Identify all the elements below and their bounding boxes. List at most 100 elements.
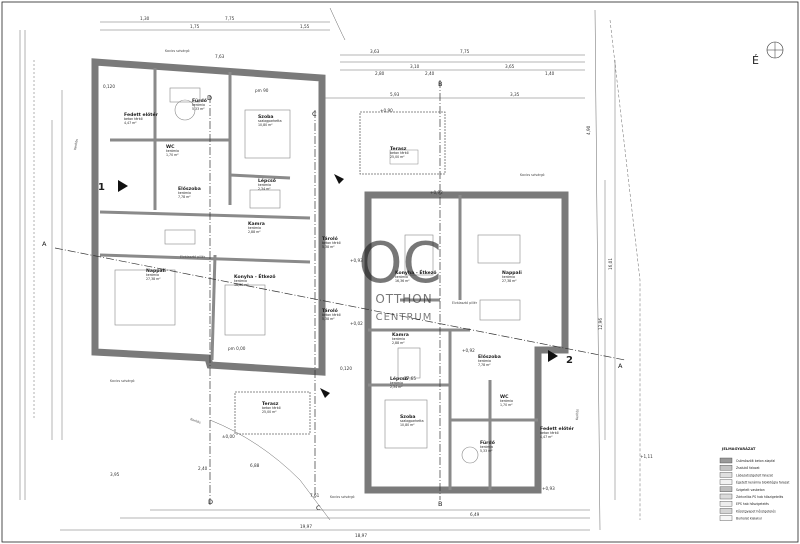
room-furdo-s-area: 5,33 m² [480,449,493,453]
dimension-labels: 1,30 7,75 1,75 1,55 7,63 3,63 7,75 3,10 … [103,16,653,538]
dim-top-4: 1,55 [300,24,310,29]
room-wc-s: WC [500,394,509,400]
legend-swatch [719,479,733,485]
room-furdo-s-floor: kerámia [480,445,493,449]
dim-right-1: 16,01 [608,258,613,270]
legend-swatch [719,493,733,500]
room-eloszoba-s-area: 7,78 m² [478,363,491,367]
dim-top-11: 2,40 [425,71,435,76]
room-eloszoba-n: Előszoba [178,186,201,192]
room-lepcso-s-area: 2,34 m² [390,385,403,389]
room-nappali-s-area: 27,38 m² [502,279,517,283]
dim-p5: 0,120 [340,366,352,371]
room-tarolo-n-floor: beton térkő [322,241,341,245]
room-tarolo-n: Tároló [322,235,338,242]
elev-5: +1,11 [640,454,653,459]
note-kavics-top: Kavics szivárgó [165,49,190,53]
room-konyha-s-area: 16,36 m² [395,279,410,283]
room-eloszoba-n-area: 7,78 m² [178,195,191,199]
dimension-lines-top [51,21,616,531]
legend-item-label: Szigetelt vasbeton [736,488,765,492]
dim-bot-6: 3,95 [110,472,120,477]
room-lepcso-n-floor: kerámia [258,183,271,187]
room-szoba-s-area: 10,80 m² [400,423,415,427]
north-label: É [752,54,759,67]
room-konyha-s: Konyha - Étkező [395,268,437,276]
dim-bot-3: 7,61 [310,493,320,498]
room-nappali-n: Nappali [146,268,166,274]
room-eloszoba-s: Előszoba [478,354,501,360]
dim-top-10: 2,80 [375,71,385,76]
section-1-arrow [118,180,128,192]
room-wc-n-floor: kerámia [166,149,179,153]
elev-3: +0,02 [350,321,363,326]
legend-item-label: Kőzetgyapot hőszigetelés [736,509,776,513]
room-tarolo-n-area: 5,38 m² [322,245,335,249]
note-cover-right: Kerítés [575,409,579,420]
dim-top-7: 7,75 [460,49,470,54]
section-a-right: A [618,362,623,370]
section-a-left: A [42,240,47,248]
north-unit [91,58,326,376]
room-furdo-s: Fürdő [480,440,495,446]
dim-top-12: 1,40 [545,71,555,76]
room-nappali-s-floor: kerámia [502,275,515,279]
dim-top-9: 3,65 [505,64,515,69]
dim-top-13: 5,93 [390,92,400,97]
room-wc-n-area: 1,70 m² [166,153,179,157]
dim-bot-1: 19,97 [300,524,312,529]
dim-p4: 17,65 [404,376,416,381]
legend-item-label: EPS hab hőszigetelés [736,502,769,506]
note-cover-top: Kerítés [190,417,202,425]
note-eloszt-n: Elválasztó pillér [180,255,206,259]
dim-bot-7: 2,40 [198,466,208,471]
dim-top-6: 3,63 [370,49,380,54]
room-nappali-n-floor: kerámia [146,273,159,277]
room-szoba-n-area: 10,80 m² [258,123,273,127]
section-d-bottom: D [208,498,213,506]
room-kamra-s-floor: kerámia [392,337,405,341]
legend-swatch [719,501,733,507]
section-c-bottom: C [316,504,321,512]
dim-bot-4: 6,49 [470,512,480,517]
room-terasz-top: Terasz [390,146,407,152]
watermark-logo: OC [358,231,441,296]
terrace-top [359,111,446,175]
room-szoba-n-floor: szalagparketta [258,119,282,123]
room-tarolo-s: Tároló [322,307,338,314]
elev-7: +0,92 [462,348,475,353]
room-tarolo-s-area: 5,38 m² [322,317,335,321]
watermark: OC OTTHON CENTRUM [358,231,441,323]
note-kavics-bottom: Kavics szivárgó [330,495,355,499]
room-kamra-n-floor: kerámia [248,226,261,230]
room-terasz-n-area: 25,00 m² [262,410,277,414]
section-d-top: D [207,94,212,102]
legend-swatch [719,472,733,478]
legend-item-label: Zártcellás PS hab hőszigetelés [736,495,784,499]
note-eloszt-s: Elválasztó pillér [452,301,478,305]
room-kamra-n-area: 2,88 m² [248,230,261,234]
legend-item-label: Zsalukő falazat [736,466,760,470]
section-c-top: C [312,110,317,118]
legend-title: JELMAGYARÁZAT [721,446,756,451]
room-fedett-s-floor: beton térkő [540,431,559,435]
room-konyha-s-floor: kerámia [395,275,408,279]
room-fedett-s: Fedett előtér [540,425,575,432]
room-fedett-n-floor: beton térkő [124,117,143,121]
room-terasz-top-floor: beton térkő [390,151,409,155]
section-arrow-mid [334,174,344,184]
note-kavics-left: Kavics szivárgó [110,379,135,383]
note-cover-left: Kerítés [73,138,79,150]
room-konyha-n-area: 16,36 m² [234,283,249,287]
room-szoba-n: Szoba [258,114,274,120]
terrain-lines [19,7,641,531]
room-labels-south: Terasz beton térkő 25,00 m² Nappali kerá… [322,146,575,453]
section-b-bottom: B [438,500,442,508]
room-terasz-n: Terasz [262,401,279,407]
legend-item-label: Burkolat kialakul [736,517,762,521]
room-wc-s-floor: kerámia [500,399,513,403]
room-tarolo-s-floor: beton térkő [322,313,341,317]
room-eloszoba-s-floor: kerámia [478,359,491,363]
room-labels-north: Fürdő kerámia 5,33 m² Szoba szalagparket… [124,98,341,414]
